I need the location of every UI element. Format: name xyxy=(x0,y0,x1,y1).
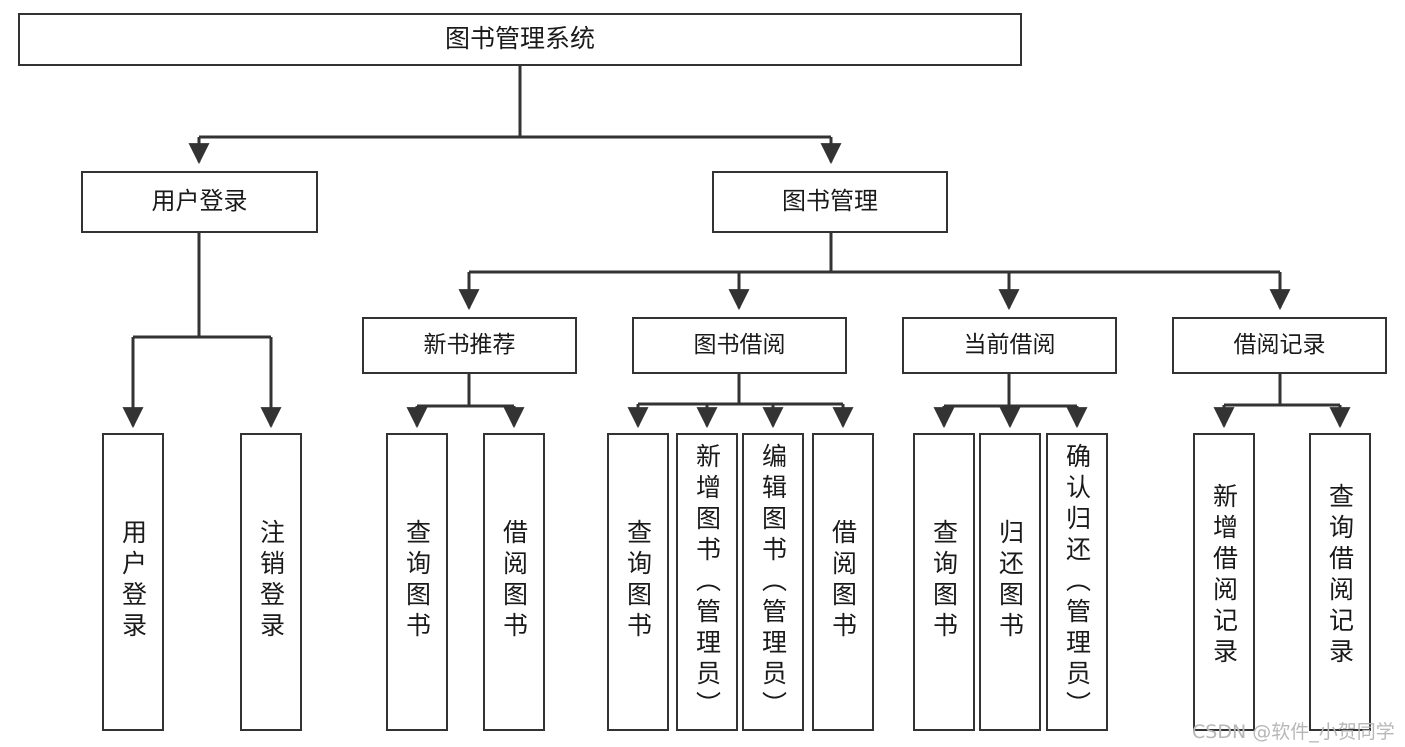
node-book-borrow-label: 图书借阅 xyxy=(693,332,786,359)
leaf-logout[interactable]: 注销登录 xyxy=(240,433,302,731)
node-book-manage-label: 图书管理 xyxy=(782,187,878,216)
leaf-add-book[interactable]: 新增图书（管理员） xyxy=(676,433,738,731)
node-root-system-label: 图书管理系统 xyxy=(444,24,595,54)
node-current-borrow[interactable]: 当前借阅 xyxy=(902,317,1117,374)
leaf-return-book-label: 归还图书 xyxy=(995,519,1025,643)
leaf-query-record[interactable]: 查询借阅记录 xyxy=(1309,433,1371,731)
node-book-borrow[interactable]: 图书借阅 xyxy=(632,317,847,374)
leaf-query-book-2[interactable]: 查询图书 xyxy=(607,433,669,731)
leaf-borrow-book-2-label: 借阅图书 xyxy=(828,519,858,643)
node-borrow-record[interactable]: 借阅记录 xyxy=(1172,317,1387,374)
leaf-edit-book[interactable]: 编辑图书（管理员） xyxy=(742,433,804,731)
leaf-edit-book-label: 编辑图书（管理员） xyxy=(758,443,788,722)
node-new-book-recommend[interactable]: 新书推荐 xyxy=(362,317,577,374)
leaf-query-book-2-label: 查询图书 xyxy=(623,519,653,643)
node-root-system[interactable]: 图书管理系统 xyxy=(18,13,1022,66)
leaf-borrow-book-1-label: 借阅图书 xyxy=(499,519,529,643)
node-current-borrow-label: 当前借阅 xyxy=(963,332,1056,359)
leaf-add-book-label: 新增图书（管理员） xyxy=(692,443,722,722)
leaf-query-book-3[interactable]: 查询图书 xyxy=(913,433,975,731)
leaf-confirm-return[interactable]: 确认归还（管理员） xyxy=(1046,433,1108,731)
leaf-borrow-book-2[interactable]: 借阅图书 xyxy=(812,433,874,731)
leaf-add-record-label: 新增借阅记录 xyxy=(1209,483,1239,669)
leaf-user-login-label: 用户登录 xyxy=(118,519,148,643)
leaf-borrow-book-1[interactable]: 借阅图书 xyxy=(483,433,545,731)
leaf-add-record[interactable]: 新增借阅记录 xyxy=(1193,433,1255,731)
leaf-query-book-1-label: 查询图书 xyxy=(402,519,432,643)
leaf-logout-label: 注销登录 xyxy=(256,519,286,643)
csdn-watermark: CSDN @软件_小贺同学 xyxy=(1192,721,1395,743)
leaf-user-login[interactable]: 用户登录 xyxy=(102,433,164,731)
leaf-query-book-1[interactable]: 查询图书 xyxy=(386,433,448,731)
leaf-query-record-label: 查询借阅记录 xyxy=(1325,483,1355,669)
leaf-confirm-return-label: 确认归还（管理员） xyxy=(1062,443,1092,722)
leaf-return-book[interactable]: 归还图书 xyxy=(979,433,1041,731)
node-user-login-label: 用户登录 xyxy=(151,187,248,216)
node-new-book-recommend-label: 新书推荐 xyxy=(423,332,516,359)
node-book-manage[interactable]: 图书管理 xyxy=(712,171,948,233)
node-borrow-record-label: 借阅记录 xyxy=(1233,332,1326,359)
leaf-query-book-3-label: 查询图书 xyxy=(929,519,959,643)
node-user-login[interactable]: 用户登录 xyxy=(81,171,318,233)
